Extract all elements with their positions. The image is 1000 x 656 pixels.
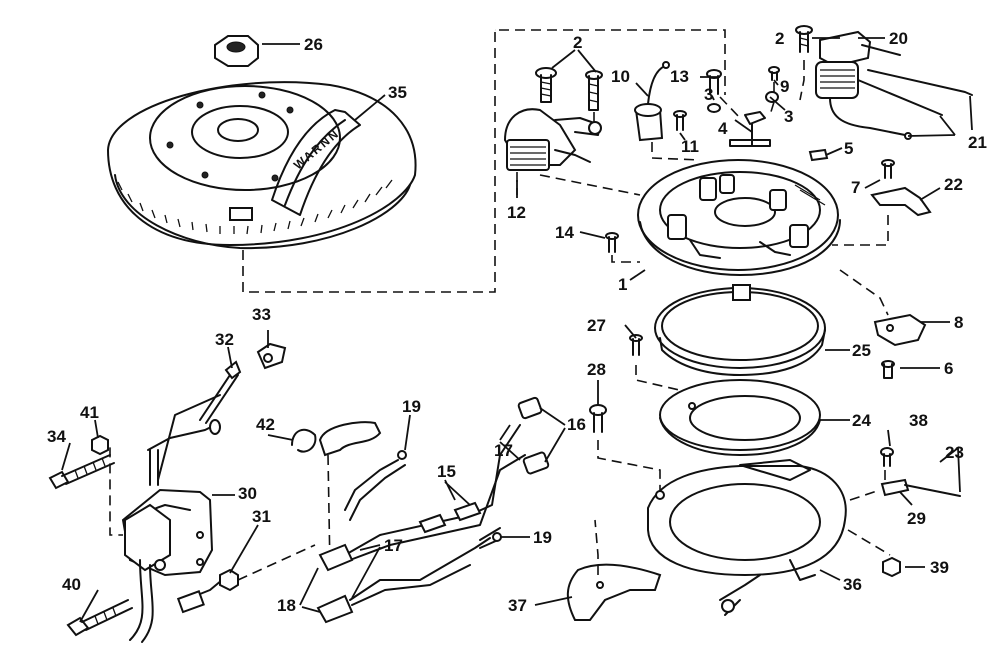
throttle-cam-lever <box>566 563 662 621</box>
callout-38: 38 <box>909 411 928 430</box>
screw-2c <box>795 25 813 53</box>
callout-14: 14 <box>555 223 574 242</box>
callout-31: 31 <box>252 507 271 526</box>
callout-24: 24 <box>852 411 871 430</box>
screw-40 <box>66 599 133 637</box>
callout-18: 18 <box>277 596 296 615</box>
callout-23: 23 <box>945 443 964 462</box>
ignition-coil <box>815 30 973 140</box>
screw-2b <box>585 70 603 111</box>
callout-34: 34 <box>47 427 66 446</box>
callout-19b: 19 <box>533 528 552 547</box>
callout-29: 29 <box>907 509 926 528</box>
callout-26: 26 <box>304 35 323 54</box>
screw-2a <box>535 67 557 103</box>
callout-21: 21 <box>968 133 987 152</box>
callout-22: 22 <box>944 175 963 194</box>
callout-35: 35 <box>388 83 407 102</box>
leader-lines <box>61 37 973 623</box>
callout-3b: 3 <box>784 107 793 126</box>
callout-19a: 19 <box>402 397 421 416</box>
callout-30: 30 <box>238 484 257 503</box>
callout-42: 42 <box>256 415 275 434</box>
callout-25: 25 <box>852 341 871 360</box>
flywheel: WARNN <box>106 81 417 250</box>
callout-9: 9 <box>780 77 789 96</box>
callout-41: 41 <box>80 403 99 422</box>
callout-32: 32 <box>215 330 234 349</box>
callout-17b: 17 <box>384 536 403 555</box>
callout-28: 28 <box>587 360 606 379</box>
stator-plate <box>637 159 841 276</box>
callout-4: 4 <box>718 119 728 138</box>
cam-wiper <box>729 111 771 147</box>
callout-36: 36 <box>843 575 862 594</box>
callout-2c: 2 <box>775 29 784 48</box>
power-pack <box>121 394 229 643</box>
screw-34 <box>48 454 115 490</box>
callout-17a: 17 <box>494 441 513 460</box>
condenser <box>634 61 670 142</box>
callout-10: 10 <box>611 67 630 86</box>
callout-5: 5 <box>844 139 853 158</box>
support-ring <box>659 379 821 456</box>
callout-labels: 26 35 2 2 20 10 13 9 3 3 4 11 12 21 5 7 … <box>47 29 987 615</box>
callout-1: 1 <box>618 275 627 294</box>
callout-39: 39 <box>930 558 949 577</box>
breaker-points <box>503 108 602 171</box>
callout-16: 16 <box>567 415 586 434</box>
flywheel-nut <box>214 35 259 67</box>
callout-3a: 3 <box>704 85 713 104</box>
callout-11: 11 <box>681 137 699 156</box>
screw-11 <box>673 110 687 131</box>
callout-40: 40 <box>62 575 81 594</box>
wiring-harness <box>316 396 550 624</box>
callout-33: 33 <box>252 305 271 324</box>
callout-27: 27 <box>587 316 606 335</box>
retainer-plate <box>647 459 847 616</box>
callout-20: 20 <box>889 29 908 48</box>
screw-13 <box>706 69 722 95</box>
retainer-ring <box>654 284 826 376</box>
callout-6: 6 <box>944 359 953 378</box>
callout-7: 7 <box>851 178 860 197</box>
callout-2a: 2 <box>573 33 582 52</box>
callout-13: 13 <box>670 67 689 86</box>
callout-12: 12 <box>507 203 526 222</box>
callout-37: 37 <box>508 596 527 615</box>
callout-8: 8 <box>954 313 963 332</box>
callout-15: 15 <box>437 462 456 481</box>
